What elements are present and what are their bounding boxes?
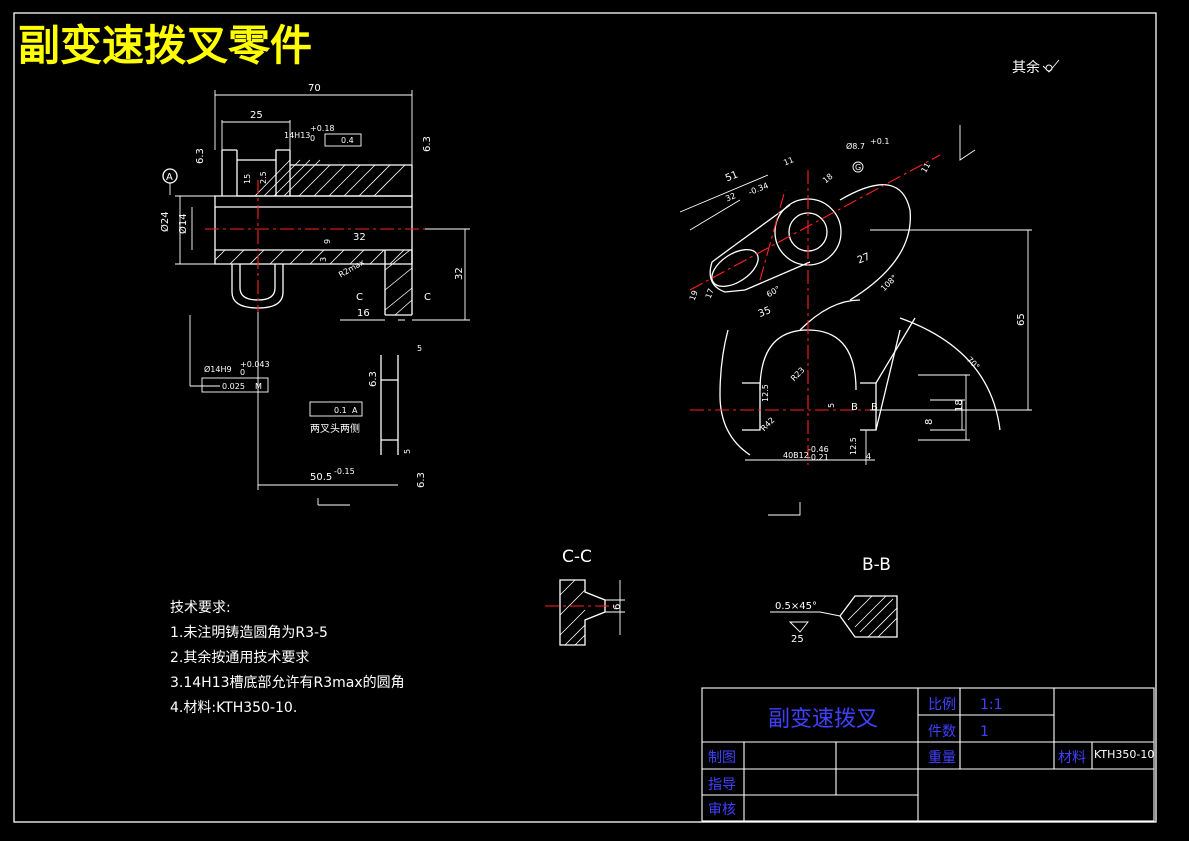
svg-text:70: 70 (308, 83, 321, 94)
section-bb: B-B 0.5×45° 25 (770, 555, 898, 645)
svg-text:Ø14H9: Ø14H9 (204, 364, 232, 374)
svg-text:指导: 指导 (708, 777, 736, 793)
svg-text:15: 15 (243, 174, 252, 184)
svg-text:25: 25 (250, 110, 263, 121)
svg-text:0.4: 0.4 (341, 136, 354, 145)
left-view: A 70 25 14H13 +0.18 0 0.4 6.3 6.3 Ø24 Ø1… (159, 83, 470, 506)
tech-heading: 技术要求: (170, 600, 231, 616)
svg-text:R2max: R2max (337, 257, 366, 279)
svg-text:制图: 制图 (708, 750, 736, 766)
svg-text:17: 17 (704, 287, 716, 300)
svg-text:-0.34: -0.34 (747, 181, 770, 197)
svg-text:比例: 比例 (928, 697, 956, 713)
svg-text:27: 27 (856, 251, 872, 266)
svg-text:11: 11 (782, 155, 795, 167)
svg-text:KTH350-10: KTH350-10 (1094, 748, 1154, 761)
svg-text:6.3: 6.3 (416, 472, 427, 488)
svg-text:B-B: B-B (862, 555, 891, 575)
svg-text:-0.15: -0.15 (334, 467, 355, 476)
svg-text:B: B (871, 402, 878, 413)
part-name: 副变速拨叉 (768, 707, 878, 732)
svg-text:6.3: 6.3 (422, 136, 433, 152)
svg-text:C-C: C-C (562, 547, 592, 567)
finish-note: 其余 (1012, 59, 1060, 76)
right-view: 51 11 32 -0.34 Ø8.7 +0.1 G 18 11 27 108°… (679, 125, 1032, 516)
svg-text:3: 3 (319, 257, 328, 262)
svg-text:1:1: 1:1 (980, 697, 1003, 713)
svg-text:32: 32 (724, 191, 737, 203)
tech-item: 4.材料:KTH350-10. (170, 700, 297, 716)
svg-text:M: M (255, 382, 262, 391)
svg-text:2.5: 2.5 (259, 171, 268, 184)
tech-item: 1.未注明铸造圆角为R3-5 (170, 625, 328, 641)
svg-text:16: 16 (357, 308, 370, 319)
svg-text:5: 5 (417, 344, 422, 353)
svg-text:A: A (166, 172, 173, 183)
tech-item: 2.其余按通用技术要求 (170, 649, 309, 666)
svg-text:35: 35 (757, 305, 773, 320)
tech-item: 3.14H13槽底部允许有R3max的圆角 (170, 675, 405, 691)
svg-text:32: 32 (353, 232, 366, 243)
svg-text:审核: 审核 (708, 802, 736, 818)
svg-text:18: 18 (821, 172, 835, 185)
svg-text:0.1: 0.1 (334, 406, 347, 415)
svg-text:材料: 材料 (1058, 750, 1086, 766)
svg-text:60°: 60° (765, 284, 782, 299)
svg-text:4: 4 (866, 452, 871, 461)
svg-text:1: 1 (980, 724, 989, 740)
svg-text:9: 9 (323, 239, 332, 244)
svg-text:重量: 重量 (928, 750, 956, 766)
svg-text:Ø8.7: Ø8.7 (846, 141, 865, 151)
svg-text:18: 18 (954, 399, 965, 412)
svg-text:+0.1: +0.1 (870, 137, 889, 146)
drawing-title: 副变速拨叉零件 (18, 21, 312, 70)
svg-text:5: 5 (403, 449, 412, 454)
svg-text:+0.043: +0.043 (240, 360, 270, 369)
svg-text:-0.21: -0.21 (808, 453, 829, 462)
svg-text:12.5: 12.5 (849, 437, 858, 455)
svg-text:8: 8 (924, 419, 935, 425)
svg-text:其余: 其余 (1012, 59, 1040, 76)
svg-text:+0.18: +0.18 (310, 124, 335, 133)
svg-text:11: 11 (919, 161, 932, 174)
svg-text:12.5: 12.5 (761, 384, 770, 402)
tech-requirements: 技术要求: 1.未注明铸造圆角为R3-5 2.其余按通用技术要求 3.14H13… (170, 600, 405, 716)
svg-text:14H13: 14H13 (284, 131, 310, 140)
svg-text:70°: 70° (965, 355, 981, 371)
svg-text:25: 25 (791, 634, 804, 645)
svg-text:6: 6 (612, 604, 623, 610)
svg-text:R23: R23 (789, 366, 807, 384)
svg-text:40B12: 40B12 (783, 451, 809, 460)
svg-text:0: 0 (310, 134, 315, 143)
svg-text:0: 0 (240, 368, 245, 377)
svg-text:C: C (424, 292, 431, 303)
svg-text:0.025: 0.025 (222, 382, 245, 391)
svg-text:0.5×45°: 0.5×45° (775, 601, 817, 612)
svg-text:G: G (855, 163, 861, 172)
svg-text:件数: 件数 (928, 724, 956, 740)
svg-text:Ø24: Ø24 (159, 211, 171, 232)
svg-text:5: 5 (827, 403, 836, 408)
title-block: 副变速拨叉 比例 1:1 件数 1 制图 重量 材料 KTH350-10 指导 … (701, 687, 1155, 822)
svg-text:65: 65 (1016, 313, 1027, 326)
svg-text:R42: R42 (759, 416, 777, 434)
svg-text:两叉头两侧: 两叉头两侧 (310, 422, 360, 435)
svg-text:C: C (356, 292, 363, 303)
svg-text:51: 51 (724, 169, 740, 184)
svg-text:6.3: 6.3 (368, 371, 379, 387)
section-cc: C-C 6 (545, 547, 625, 646)
svg-text:32: 32 (454, 267, 465, 280)
svg-text:-0.46: -0.46 (808, 445, 829, 454)
svg-text:B: B (851, 402, 858, 413)
svg-text:50.5: 50.5 (310, 472, 332, 483)
svg-text:19: 19 (688, 289, 700, 302)
svg-text:Ø14: Ø14 (177, 213, 189, 234)
svg-text:A: A (352, 406, 358, 415)
drawing-frame (13, 12, 1157, 823)
svg-text:6.3: 6.3 (195, 148, 206, 164)
